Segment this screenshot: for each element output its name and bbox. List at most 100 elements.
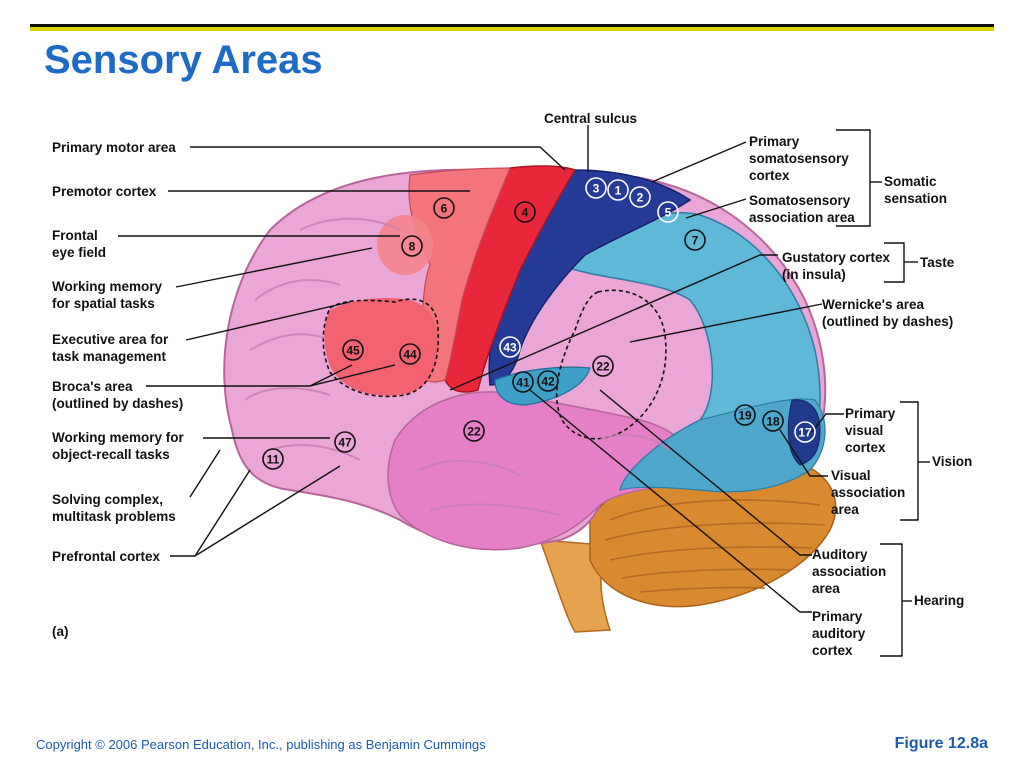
label-premotor-cortex: Premotor cortex <box>52 184 157 199</box>
brodmann-area-11: 11 <box>262 448 284 470</box>
brodmann-circle <box>794 421 816 443</box>
group-brackets <box>836 129 930 657</box>
brodmann-number: 11 <box>267 453 280 467</box>
brodmann-area-2: 2 <box>629 186 651 208</box>
brodmann-number: 18 <box>766 415 780 429</box>
brodmann-circle <box>585 177 607 199</box>
brodmann-area-1: 1 <box>607 179 629 201</box>
brodmann-area-41: 41 <box>512 371 534 393</box>
primary-visual-region <box>787 399 821 466</box>
brodmann-number-layer: 3 1 2 5 7 6 4 8 45 44 43 41 42 22 22 47 11 19 18 17 <box>262 177 816 470</box>
title-rule-dark <box>30 24 994 27</box>
brodmann-number: 22 <box>467 425 481 439</box>
brodmann-number: 47 <box>338 436 352 450</box>
brodmann-circle <box>401 235 423 257</box>
leader-lines-left <box>118 146 566 557</box>
brodmann-number: 44 <box>403 348 417 362</box>
brodmann-circle <box>607 179 629 201</box>
brodmann-area-43: 43 <box>499 336 521 358</box>
brodmann-area-22: 22 <box>463 420 485 442</box>
brodmann-circle <box>342 339 364 361</box>
copyright-notice: Copyright © 2006 Pearson Education, Inc.… <box>36 737 486 752</box>
frontal-eye-field-region <box>377 215 433 275</box>
brodmann-circle <box>734 404 756 426</box>
brodmann-circle <box>433 197 455 219</box>
brodmann-number: 5 <box>665 206 672 220</box>
label-prefrontal-cortex: Prefrontal cortex <box>52 549 161 564</box>
brodmann-number: 17 <box>798 426 812 440</box>
brodmann-circle <box>262 448 284 470</box>
brodmann-area-5: 5 <box>657 201 679 223</box>
brodmann-number: 22 <box>596 360 610 374</box>
primary-auditory-region <box>494 366 591 406</box>
label-gustatory-cortex: Gustatory cortex(in insula) <box>782 250 891 282</box>
brodmann-circle <box>399 343 421 365</box>
brocas-outline <box>322 298 440 398</box>
brodmann-number: 42 <box>541 375 555 389</box>
brodmann-circle <box>684 229 706 251</box>
brodmann-circle <box>537 370 559 392</box>
panel-label: (a) <box>52 624 69 639</box>
brodmann-circle <box>514 201 536 223</box>
brodmann-area-4: 4 <box>514 201 536 223</box>
label-primary-motor-area: Primary motor area <box>52 140 176 155</box>
brodmann-number: 1 <box>615 184 622 198</box>
brodmann-area-17: 17 <box>794 421 816 443</box>
label-wernickes-area: Wernicke's area(outlined by dashes) <box>822 297 953 329</box>
gyri-lines <box>244 217 671 516</box>
group-hearing: Hearing <box>914 593 964 608</box>
group-taste: Taste <box>920 255 955 270</box>
group-vision: Vision <box>932 454 972 469</box>
brodmann-number: 7 <box>692 234 699 248</box>
slide-title: Sensory Areas <box>44 38 323 82</box>
leader-lines-right <box>449 125 844 613</box>
brodmann-circle <box>499 336 521 358</box>
brodmann-area-45: 45 <box>342 339 364 361</box>
brodmann-area-44: 44 <box>399 343 421 365</box>
label-solving-complex: Solving complex,multitask problems <box>52 492 176 524</box>
brodmann-number: 43 <box>503 341 517 355</box>
brodmann-circle <box>512 371 534 393</box>
brodmann-number: 2 <box>637 191 644 205</box>
brodmann-number: 8 <box>409 240 416 254</box>
label-brocas-area: Broca's area(outlined by dashes) <box>52 379 183 411</box>
brodmann-circle <box>592 355 614 377</box>
visual-association-region <box>619 398 826 493</box>
figure-number: Figure 12.8a <box>894 735 988 752</box>
brodmann-number: 3 <box>593 182 600 196</box>
brodmann-circle <box>463 420 485 442</box>
brodmann-circle <box>762 410 784 432</box>
wernickes-outline <box>555 289 667 440</box>
cerebellum-folia <box>604 499 826 593</box>
brodmann-number: 4 <box>522 206 529 220</box>
brodmann-circle <box>334 431 356 453</box>
brodmann-area-7: 7 <box>684 229 706 251</box>
brodmann-area-42: 42 <box>537 370 559 392</box>
brodmann-area-19: 19 <box>734 404 756 426</box>
brodmann-number: 41 <box>516 376 530 390</box>
left-labels: Primary motor area Premotor cortex Front… <box>52 140 185 639</box>
brodmann-circle <box>657 201 679 223</box>
label-central-sulcus: Central sulcus <box>544 111 637 126</box>
brodmann-area-8: 8 <box>401 235 423 257</box>
brodmann-number: 6 <box>441 202 448 216</box>
brodmann-number: 19 <box>738 409 752 423</box>
brodmann-area-6: 6 <box>433 197 455 219</box>
brodmann-area-47: 47 <box>334 431 356 453</box>
brodmann-circle <box>629 186 651 208</box>
brocas-region <box>324 298 439 396</box>
brodmann-number: 45 <box>346 344 360 358</box>
brodmann-area-22: 22 <box>592 355 614 377</box>
